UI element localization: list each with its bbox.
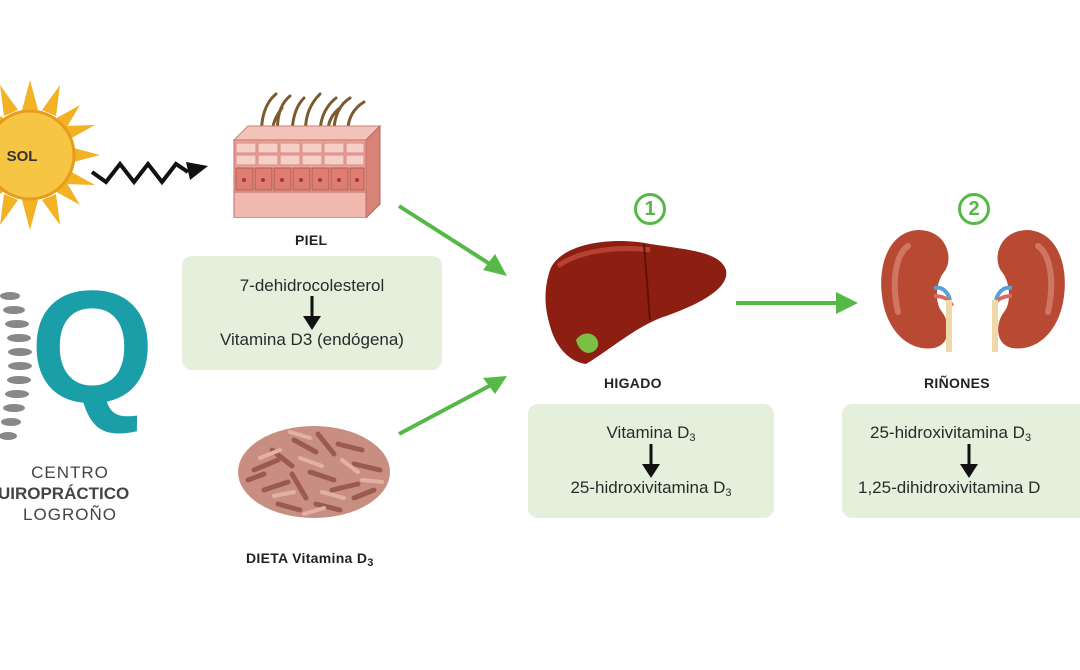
diet-caption: DIETA Vitamina D3	[246, 550, 374, 569]
liver-box-line1: Vitamina D3	[607, 423, 696, 444]
liver-to-kidney-arrow	[736, 292, 858, 314]
kidney-line1-main: 25-hidroxivitamina D	[870, 423, 1025, 442]
logo-line3: LOGROÑO	[23, 505, 117, 524]
logo-text: CENTRO QUIROPRÁCTICO LOGROÑO	[0, 462, 134, 525]
skin-conversion-box: 7-dehidrocolesterol Vitamina D3 (endógen…	[182, 256, 442, 370]
skin-illustration	[232, 92, 382, 218]
liver-line2-sub: 3	[725, 487, 732, 499]
skin-box-line1: 7-dehidrocolesterol	[239, 276, 385, 295]
kidneys-illustration	[881, 230, 1065, 352]
kidneys-caption: RIÑONES	[924, 375, 990, 391]
liver-illustration	[545, 241, 727, 364]
skin-box-line2: Vitamina D3 (endógena)	[220, 330, 404, 349]
kidney-line1-sub: 3	[1024, 432, 1032, 444]
liver-conversion-box: Vitamina D3 25-hidroxivitamina D3	[528, 404, 774, 518]
sun-label: SOL	[6, 148, 38, 165]
down-arrow-icon	[642, 444, 660, 478]
kidney-box-line1: 25-hidroxivitamina D3	[870, 423, 1031, 444]
kidney-conversion-box: 25-hidroxivitamina D3 1,25-dihidroxivita…	[842, 404, 1080, 518]
liver-line2-main: 25-hidroxivitamina D	[570, 478, 726, 497]
skin-caption: PIEL	[295, 232, 328, 248]
spine-icon	[0, 292, 32, 440]
diet-to-liver-arrow	[398, 376, 507, 436]
down-arrow-icon	[960, 444, 978, 478]
step-2-badge: 2	[958, 193, 990, 225]
kidney-line2-main: 1,25-dihidroxivitamina D	[858, 478, 1041, 497]
liver-box-line2: 25-hidroxivitamina D3	[570, 478, 731, 499]
liver-caption: HIGADO	[604, 375, 662, 391]
liver-line1-sub: 3	[689, 432, 696, 444]
diet-food-illustration	[238, 426, 390, 518]
uv-ray-arrow	[90, 160, 208, 186]
down-arrow-icon	[303, 296, 321, 330]
liver-line1-main: Vitamina D	[606, 423, 690, 442]
step-1-badge: 1	[634, 193, 666, 225]
diet-caption-sub: 3	[367, 557, 374, 569]
logo-line2: QUIROPRÁCTICO	[0, 484, 130, 503]
logo-letter: Q	[30, 257, 155, 436]
diet-caption-main: DIETA Vitamina D	[246, 550, 368, 566]
logo-line1: CENTRO	[31, 463, 109, 482]
skin-to-liver-arrow	[397, 204, 507, 276]
sun-icon	[0, 80, 100, 230]
kidney-box-line2: 1,25-dihidroxivitamina D	[858, 478, 1040, 499]
